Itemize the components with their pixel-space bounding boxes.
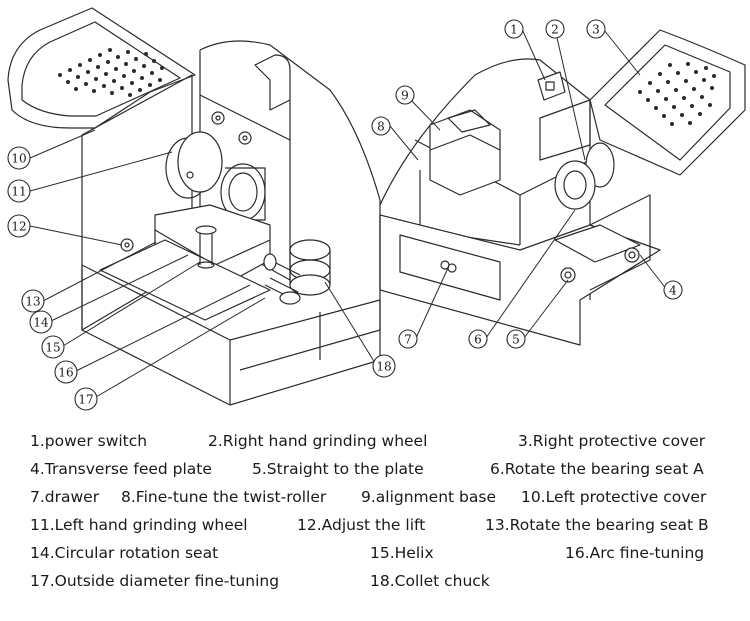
callout-16: 16: [54, 360, 78, 384]
svg-text:9: 9: [401, 89, 409, 103]
svg-text:7: 7: [404, 333, 412, 347]
callout-18: 18: [372, 354, 396, 378]
callout-1: 1: [504, 19, 524, 39]
callout-3: 3: [586, 19, 606, 39]
svg-text:16: 16: [58, 366, 73, 380]
svg-text:12: 12: [11, 220, 26, 234]
svg-text:6: 6: [474, 333, 482, 347]
svg-text:11: 11: [11, 185, 26, 199]
legend-item-15: 15.Helix: [370, 544, 434, 562]
legend-item-13: 13.Rotate the bearing seat B: [485, 516, 709, 534]
svg-text:15: 15: [45, 341, 60, 355]
leader-lines: [29, 28, 668, 398]
legend-item-5: 5.Straight to the plate: [252, 460, 424, 478]
legend-item-4: 4.Transverse feed plate: [30, 460, 212, 478]
legend-item-12: 12.Adjust the lift: [297, 516, 426, 534]
svg-text:1: 1: [510, 23, 518, 37]
legend-item-8: 8.Fine-tune the twist-roller: [121, 488, 327, 506]
legend-item-14: 14.Circular rotation seat: [30, 544, 219, 562]
svg-text:2: 2: [551, 23, 559, 37]
svg-text:10: 10: [11, 152, 26, 166]
callouts: 1 2 3 4 5 6 7 8 9 10 11 12 13 14 15 16 1…: [7, 19, 683, 411]
callout-15: 15: [41, 335, 65, 359]
callout-7: 7: [398, 329, 418, 349]
machine-diagram: 1 2 3 4 5 6 7 8 9 10 11 12 13 14 15 16 1…: [7, 7, 746, 411]
callout-5: 5: [506, 329, 526, 349]
svg-text:18: 18: [376, 360, 391, 374]
svg-text:8: 8: [377, 120, 385, 134]
parts-legend: 1.power switch 2.Right hand grinding whe…: [0, 425, 750, 615]
legend-item-18: 18.Collet chuck: [370, 572, 490, 590]
legend-item-6: 6.Rotate the bearing seat A: [490, 460, 704, 478]
callout-2: 2: [545, 19, 565, 39]
svg-text:5: 5: [512, 333, 520, 347]
svg-text:13: 13: [25, 295, 40, 309]
legend-item-3: 3.Right protective cover: [518, 432, 706, 450]
svg-text:3: 3: [592, 23, 600, 37]
legend-item-10: 10.Left protective cover: [521, 488, 707, 506]
callout-11: 11: [7, 179, 31, 203]
callout-9: 9: [395, 85, 415, 105]
legend-item-7: 7.drawer: [30, 488, 100, 506]
svg-text:4: 4: [669, 284, 677, 298]
legend-item-9: 9.alignment base: [361, 488, 496, 506]
svg-text:17: 17: [78, 393, 93, 407]
callout-10: 10: [7, 146, 31, 170]
callout-12: 12: [7, 214, 31, 238]
legend-item-16: 16.Arc fine-tuning: [565, 544, 705, 562]
callout-13: 13: [21, 289, 45, 313]
callout-6: 6: [468, 329, 488, 349]
svg-text:14: 14: [33, 316, 49, 330]
left-machine-drawing: [7, 7, 381, 406]
legend-item-1: 1.power switch: [30, 432, 148, 450]
callout-17: 17: [74, 387, 98, 411]
legend-item-11: 11.Left hand grinding wheel: [30, 516, 248, 534]
legend-item-17: 17.Outside diameter fine-tuning: [30, 572, 280, 590]
callout-8: 8: [371, 116, 391, 136]
callout-4: 4: [663, 280, 683, 300]
legend-item-2: 2.Right hand grinding wheel: [208, 432, 428, 450]
callout-14: 14: [29, 310, 53, 334]
